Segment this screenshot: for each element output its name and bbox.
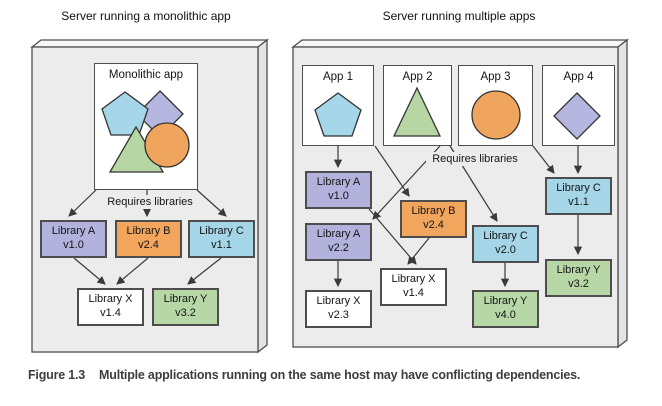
library-version: v1.0 (328, 190, 349, 202)
library-version: v1.1 (211, 239, 232, 251)
library-version: v1.1 (568, 196, 589, 208)
library-version: v1.0 (63, 239, 84, 251)
library-version: v3.2 (175, 307, 196, 319)
library-box-right-b-v2.4: Library B v2.4 (400, 200, 467, 238)
app-1-label: App 1 (322, 71, 354, 83)
app-1-box: App 1 (302, 65, 374, 146)
library-name: Library A (316, 176, 361, 189)
server-right-side-face (617, 38, 628, 349)
server-left-top-face (30, 39, 269, 48)
arrow-app3-to-libC-v1.1 (532, 145, 555, 174)
library-box-right-x-v2.3: Library X v2.3 (305, 290, 372, 328)
app-3-label: App 3 (480, 71, 511, 83)
library-version: v1.4 (403, 287, 424, 299)
library-box-right-y-v4.0: Library Y v4.0 (472, 290, 539, 328)
arrow-libC-to-libY-left (187, 257, 222, 285)
arrow-mono-to-libC (196, 189, 227, 217)
app-4-box: App 4 (542, 65, 615, 146)
figure-caption-number: Figure 1.3 (28, 368, 86, 382)
server-right-top-face (291, 39, 629, 48)
library-name: Library X (88, 293, 133, 306)
library-box-right-c-v1.1: Library C v1.1 (545, 177, 612, 215)
monolithic-app-label: Monolithic app (108, 69, 184, 81)
monolithic-app-box: Monolithic app (94, 63, 198, 190)
library-version: v2.2 (328, 242, 349, 254)
library-name: Library C (556, 182, 601, 195)
library-version: v3.2 (568, 278, 589, 290)
library-version: v1.4 (100, 307, 121, 319)
requires-libraries-label-left: Requires libraries (100, 195, 200, 209)
figure-caption-text: Multiple applications running on the sam… (99, 368, 581, 382)
figure-caption: Figure 1.3 Multiple applications running … (28, 368, 648, 382)
arrow-libA-to-libX-left (73, 257, 106, 285)
library-box-right-y-v3.2: Library Y v3.2 (545, 259, 612, 297)
library-version: v2.4 (138, 239, 159, 251)
library-name: Library X (391, 273, 436, 286)
app-2-label: App 2 (402, 71, 433, 83)
arrow-libB-to-libX-left (116, 257, 149, 285)
library-box-right-x-v1.4: Library X v1.4 (380, 268, 447, 306)
library-box-left-b-v2.4: Library B v2.4 (115, 220, 182, 258)
library-box-right-c-v2.0: Library C v2.0 (472, 225, 539, 263)
library-box-right-a-v1.0: Library A v1.0 (305, 171, 372, 209)
library-box-left-a-v1.0: Library A v1.0 (40, 220, 107, 258)
library-name: Library B (411, 205, 456, 218)
library-name: Library Y (483, 295, 528, 308)
library-version: v4.0 (495, 309, 516, 321)
right-panel-title: Server running multiple apps (382, 9, 536, 23)
library-version: v2.4 (423, 219, 444, 231)
arrow-mono-to-libA (68, 189, 97, 217)
library-name: Library C (483, 230, 528, 243)
library-name: Library X (316, 295, 361, 308)
library-name: Library C (199, 225, 244, 238)
left-panel-title: Server running a monolithic app (61, 9, 231, 23)
app-4-label: App 4 (563, 71, 594, 83)
library-name: Library Y (163, 293, 208, 306)
library-box-left-y-v3.2: Library Y v3.2 (152, 288, 219, 326)
app-3-box: App 3 (458, 65, 533, 146)
library-box-left-x-v1.4: Library X v1.4 (77, 288, 144, 326)
library-box-left-c-v1.1: Library C v1.1 (188, 220, 255, 258)
library-name: Library A (316, 228, 361, 241)
arrow-app1-to-libB-v2.4 (374, 145, 410, 197)
requires-libraries-label-right: Requires libraries (426, 152, 524, 166)
library-version: v2.3 (328, 309, 349, 321)
app-2-box: App 2 (383, 65, 452, 146)
arrow-libB-v2.4-to-libX-v1.4 (407, 237, 430, 265)
server-left-side-face (257, 38, 268, 354)
library-name: Library A (51, 225, 96, 238)
library-box-right-a-v2.2: Library A v2.2 (305, 223, 372, 261)
library-name: Library B (126, 225, 171, 238)
library-name: Library Y (556, 264, 601, 277)
library-version: v2.0 (495, 244, 516, 256)
